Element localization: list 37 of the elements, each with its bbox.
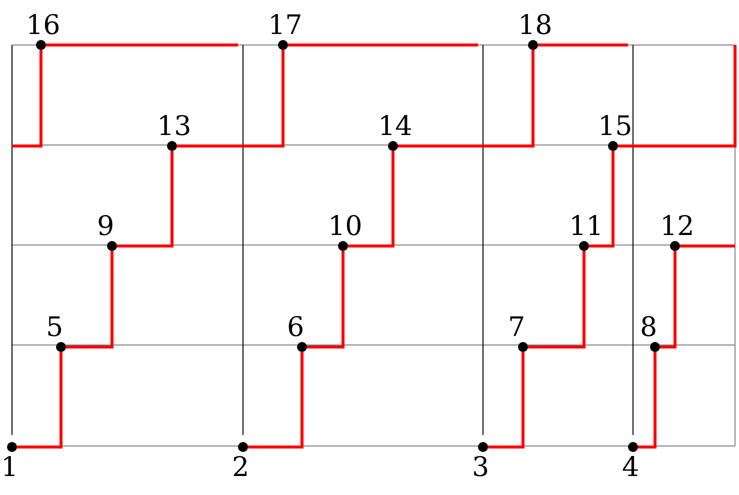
connector-line bbox=[348, 151, 394, 248]
point-number: 7 bbox=[508, 314, 526, 341]
point-number: 6 bbox=[287, 314, 304, 341]
connector-line bbox=[538, 44, 628, 46]
connector-line bbox=[680, 244, 735, 248]
point-number: 17 bbox=[268, 12, 302, 39]
point-number: 5 bbox=[46, 314, 64, 341]
point-number: 8 bbox=[640, 314, 658, 341]
point-number: 12 bbox=[660, 213, 694, 240]
connector-line bbox=[398, 50, 534, 148]
connector-line bbox=[638, 352, 656, 448]
point-number: 3 bbox=[472, 454, 490, 481]
point-number: 18 bbox=[518, 12, 552, 39]
point-number: 16 bbox=[26, 12, 60, 39]
point-number: 11 bbox=[569, 213, 604, 240]
connector-line bbox=[12, 50, 42, 148]
connector-line bbox=[589, 151, 614, 248]
connector-line bbox=[660, 251, 676, 348]
connector-line bbox=[488, 352, 524, 448]
point-number: 4 bbox=[622, 454, 640, 481]
point-number: 13 bbox=[157, 113, 192, 140]
connector-line bbox=[66, 251, 114, 348]
point-number: 2 bbox=[232, 454, 250, 481]
point-number: 1 bbox=[1, 454, 18, 481]
connector-line bbox=[117, 151, 174, 248]
point-number: 9 bbox=[97, 213, 114, 240]
connector-line bbox=[177, 50, 284, 148]
connector-line bbox=[618, 45, 736, 148]
connector-line bbox=[528, 251, 586, 348]
connector-line bbox=[288, 44, 478, 46]
connector-line bbox=[46, 44, 238, 46]
connector-line bbox=[17, 352, 62, 448]
point-number: 15 bbox=[598, 113, 632, 140]
point-number: 10 bbox=[328, 213, 362, 240]
connector-line bbox=[307, 251, 344, 348]
point-number: 14 bbox=[378, 113, 412, 140]
connector-line bbox=[248, 352, 304, 448]
